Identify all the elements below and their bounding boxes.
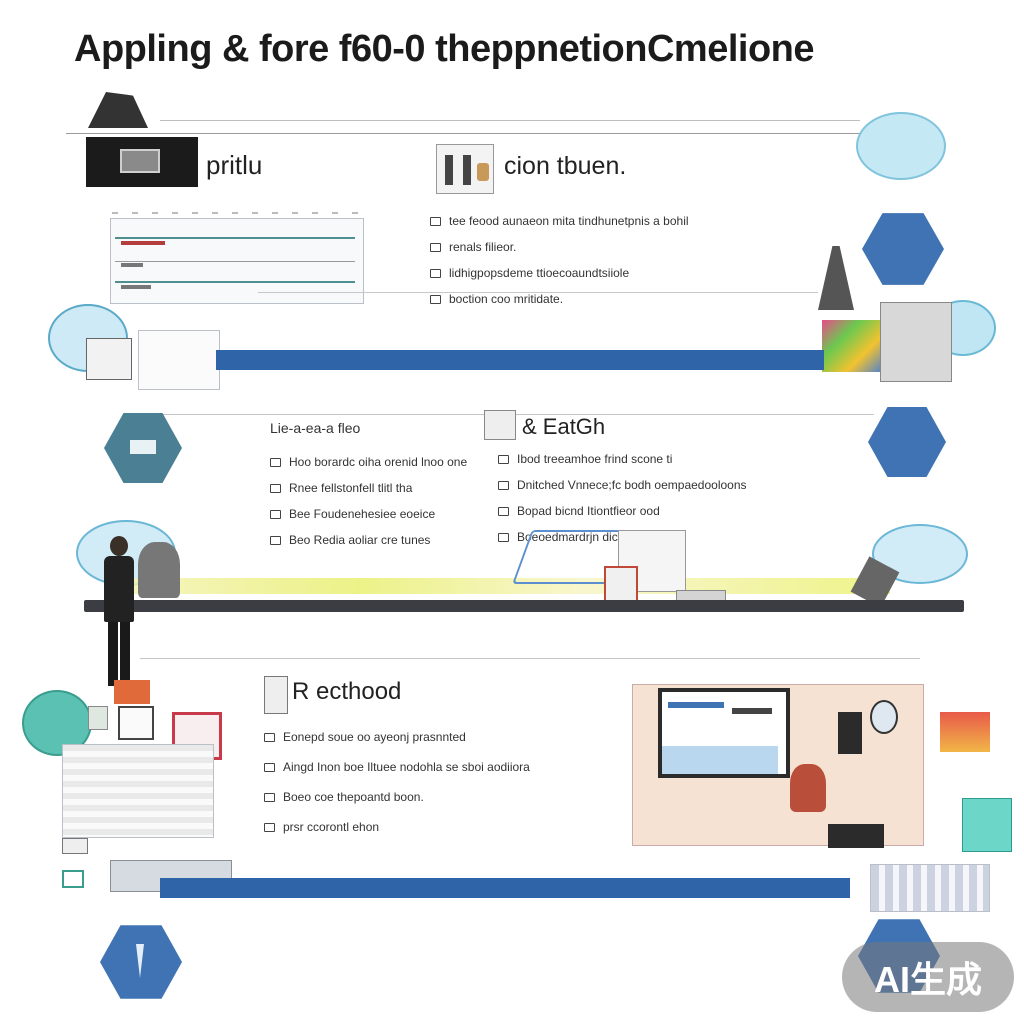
ai-generated-watermark: AI生成	[842, 942, 1014, 1012]
section2-timeline-bar	[84, 600, 964, 612]
standing-person-icon	[102, 536, 136, 688]
mini-form-panel	[138, 330, 220, 390]
checkbox-icon	[270, 483, 281, 493]
hex-badge-bottom-left	[100, 925, 182, 999]
checkbox-icon	[270, 535, 281, 545]
spreadsheet-panel	[62, 744, 214, 838]
checkbox-icon	[430, 242, 441, 252]
section1-left-heading: pritlu	[206, 150, 263, 180]
highlight-strip	[130, 578, 890, 594]
note-icon	[88, 706, 108, 730]
printer-icon	[828, 824, 884, 848]
page-title: Appling & fore f60-0 theppnetionCmelione	[74, 28, 815, 70]
hex-badge-teal	[104, 413, 182, 483]
list-item: boction coo mritidate.	[430, 292, 689, 306]
checkbox-icon	[430, 268, 441, 278]
square-icon	[118, 706, 154, 740]
clipboard-icon	[484, 410, 516, 440]
section3-progress-bar	[160, 878, 850, 898]
list-item: prsr ccorontl ehon	[264, 820, 530, 834]
monitor-icon	[86, 137, 198, 187]
section1-item-list: tee feood aunaeon mita tindhunetpnis a b…	[430, 214, 689, 306]
section3-item-list: Eonepd soue oo ayeonj prasnnted Aingd In…	[264, 730, 530, 834]
section3-top-line	[140, 658, 920, 659]
person-figure-icon	[818, 246, 854, 310]
section1-table-panel	[110, 218, 364, 304]
checkbox-icon	[498, 454, 509, 464]
checkbox-icon	[430, 294, 441, 304]
section1-ruler	[112, 212, 362, 214]
checkbox-icon	[264, 792, 275, 802]
checkbox-icon	[270, 457, 281, 467]
section2-left-list: Hoo borardc oiha orenid lnoo one Rnee fe…	[270, 455, 467, 547]
section2-right-heading: & EatGh	[522, 414, 606, 439]
section2-top-line	[160, 414, 874, 415]
small-box-icon	[62, 838, 88, 854]
device-tower-icon	[880, 302, 952, 382]
folder-icon	[114, 680, 150, 704]
list-item: Aingd Inon boe Iltuee nodohla se sboi ao…	[264, 760, 530, 774]
section1-top-line	[66, 133, 876, 134]
data-strip-panel	[870, 864, 990, 912]
list-item: tee feood aunaeon mita tindhunetpnis a b…	[430, 214, 689, 228]
report-icon	[264, 676, 288, 714]
person-bust-icon	[138, 542, 180, 598]
checkbox-icon	[430, 216, 441, 226]
lamp-icon	[870, 700, 898, 734]
section2-right-list: Ibod treeamhoe frind scone ti Dnitched V…	[498, 452, 747, 544]
list-item: lidhigpopsdeme ttioecoaundtsiiole	[430, 266, 689, 280]
section2-left-heading: Lie-a-ea-a fleo	[270, 420, 361, 436]
screen-icon	[658, 688, 790, 778]
chair-icon	[790, 764, 826, 812]
section3-heading: R ecthood	[292, 678, 402, 705]
checkbox-icon	[264, 732, 275, 742]
list-item: Bee Foudenehesiee eoeice	[270, 507, 467, 521]
checkbox-icon	[498, 532, 509, 542]
bubble-icon-green	[22, 690, 92, 756]
bubble-icon-right-2	[872, 524, 968, 584]
section1-top-line-2	[160, 120, 860, 121]
list-item: Rnee fellstonfell tlitl tha	[270, 481, 467, 495]
team-card-icon	[962, 798, 1012, 852]
list-item: Eonepd soue oo ayeonj prasnnted	[264, 730, 530, 744]
list-item: Boeo coe thepoantd boon.	[264, 790, 530, 804]
list-item: Beo Redia aoliar cre tunes	[270, 533, 467, 547]
color-cube-icon	[822, 320, 884, 372]
checkbox-icon	[264, 762, 275, 772]
list-item: renals filieor.	[430, 240, 689, 254]
section1-divider	[258, 292, 818, 293]
list-item: Hoo borardc oiha orenid lnoo one	[270, 455, 467, 469]
checkbox-icon	[264, 822, 275, 832]
chart-thumbnail-icon	[940, 712, 990, 752]
document-icon	[86, 338, 132, 380]
checkbox-icon	[270, 509, 281, 519]
section1-right-heading: cion tbuen.	[504, 152, 627, 180]
user-silhouette-icon	[88, 92, 148, 128]
list-item: Ibod treeamhoe frind scone ti	[498, 452, 747, 466]
section1-progress-bar	[216, 350, 824, 370]
workstation-icon	[436, 144, 494, 194]
speech-bubble-icon	[856, 112, 946, 180]
list-item: Bopad bicnd Itiontfieor ood	[498, 504, 747, 518]
hex-badge-blue-2	[868, 407, 946, 477]
list-item: Dnitched Vnnece;fc bodh oempaedooloons	[498, 478, 747, 492]
speaker-icon	[838, 712, 862, 754]
checkbox-icon	[498, 506, 509, 516]
small-box-icon-2	[62, 870, 84, 888]
hex-badge-blue	[862, 213, 944, 285]
list-item: Boeoedmardrjn dicle	[498, 530, 747, 544]
checkbox-icon	[498, 480, 509, 490]
